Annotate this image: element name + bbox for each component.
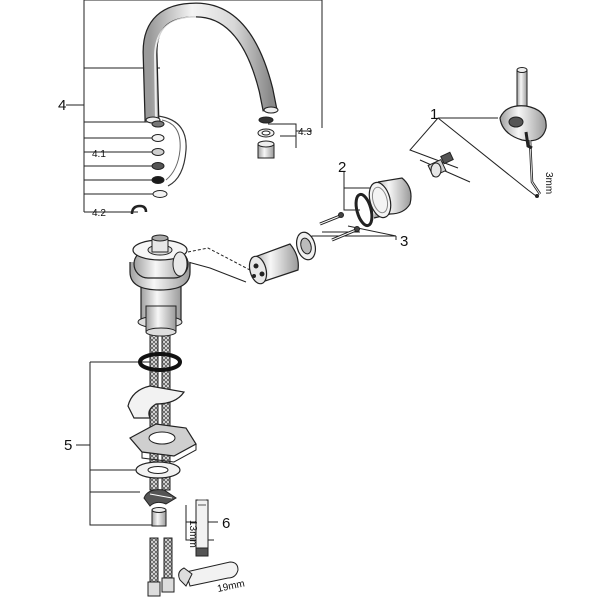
dimension-19mm: 19mm	[216, 578, 245, 595]
cartridge	[248, 231, 317, 285]
label-4: 4	[58, 97, 66, 114]
label-5: 5	[64, 437, 72, 454]
spout-tube	[142, 2, 279, 187]
label-3: 3	[400, 233, 408, 250]
label-1: 1	[430, 106, 438, 123]
label-4-1: 4.1	[92, 149, 106, 160]
spout-seal-stack	[130, 120, 168, 215]
cap-sleeve	[354, 177, 412, 228]
mounting-kit	[127, 305, 197, 527]
aerator-parts	[257, 116, 275, 159]
dimension-3mm: 3mm	[543, 172, 554, 194]
label-4-2: 4.2	[92, 208, 106, 219]
mounting-tool	[178, 499, 239, 587]
dimension-13mm: 13mm	[187, 520, 198, 548]
label-6: 6	[222, 515, 230, 532]
lever-handle	[499, 67, 547, 198]
label-4-3: 4.3	[298, 127, 312, 138]
callout-lines	[66, 0, 537, 541]
cartridge-screws	[319, 212, 360, 242]
tap-body	[129, 234, 191, 329]
lever-adapter	[427, 151, 454, 178]
label-2: 2	[338, 159, 346, 176]
